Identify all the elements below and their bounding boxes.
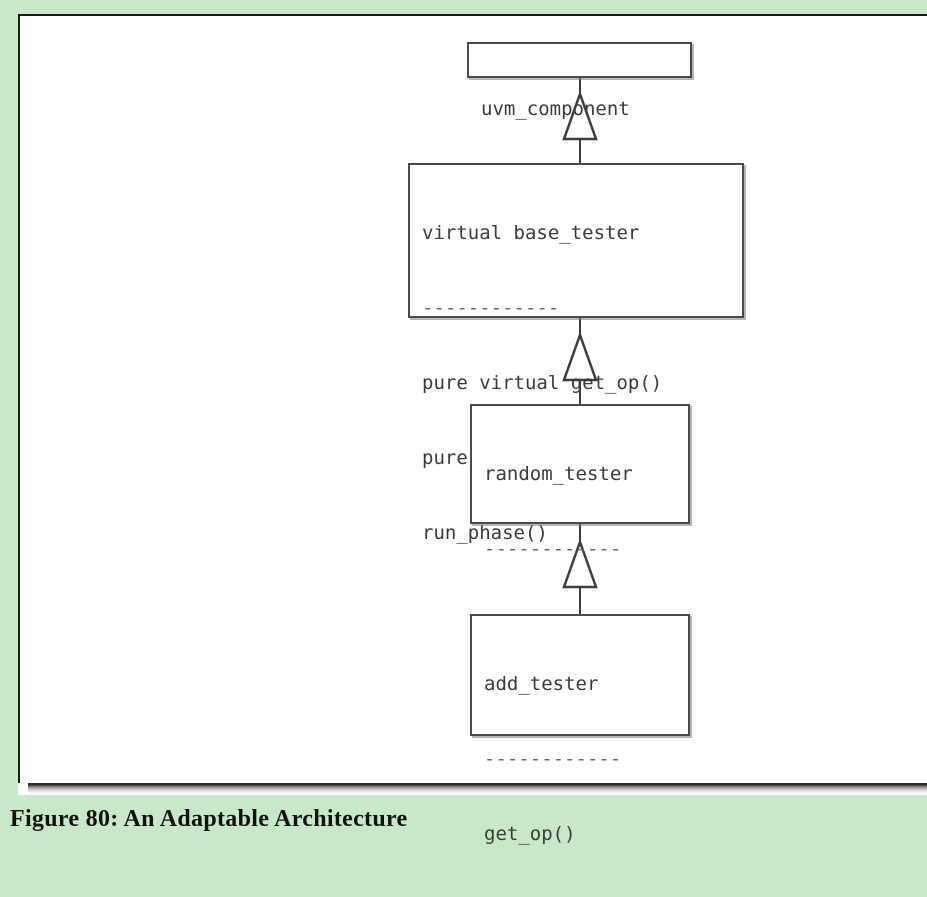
class-box-random-tester[interactable]: random_tester ------------ get_op() get_… (470, 404, 690, 710)
class-title-uvm-component: uvm_component (481, 98, 630, 120)
class-title-random-tester: random_tester (484, 463, 633, 485)
panel-drop-shadow (18, 783, 927, 795)
class-member-base-tester-2: run_phase() (422, 522, 548, 544)
class-box-uvm-component[interactable]: uvm_component (467, 42, 692, 120)
class-separator-random-tester: ------------ (484, 538, 622, 560)
inheritance-arrowhead-base-to-uvm (562, 92, 598, 141)
class-member-add-tester-0: get_op() (484, 823, 576, 845)
class-box-add-tester[interactable]: add_tester ------------ get_op() (470, 614, 690, 845)
figure-panel: uvm_component virtual base_tester ------… (18, 14, 927, 845)
class-separator-base-tester: ------------ (422, 297, 560, 319)
class-title-add-tester: add_tester (484, 673, 599, 695)
inheritance-arrowhead-random-to-base (562, 333, 598, 382)
inheritance-arrowhead-add-to-random (562, 540, 598, 589)
figure-container: uvm_component virtual base_tester ------… (10, 14, 927, 845)
figure-caption: Figure 80: An Adaptable Architecture (10, 806, 408, 832)
class-title-base-tester: virtual base_tester (422, 222, 640, 244)
class-box-base-tester[interactable]: virtual base_tester ------------ pure vi… (408, 163, 744, 544)
class-separator-add-tester: ------------ (484, 748, 622, 770)
panel-drop-shadow-notch (18, 783, 28, 795)
uml-class-diagram: uvm_component virtual base_tester ------… (20, 16, 927, 845)
class-member-base-tester-0: pure virtual get_op() (422, 372, 663, 394)
